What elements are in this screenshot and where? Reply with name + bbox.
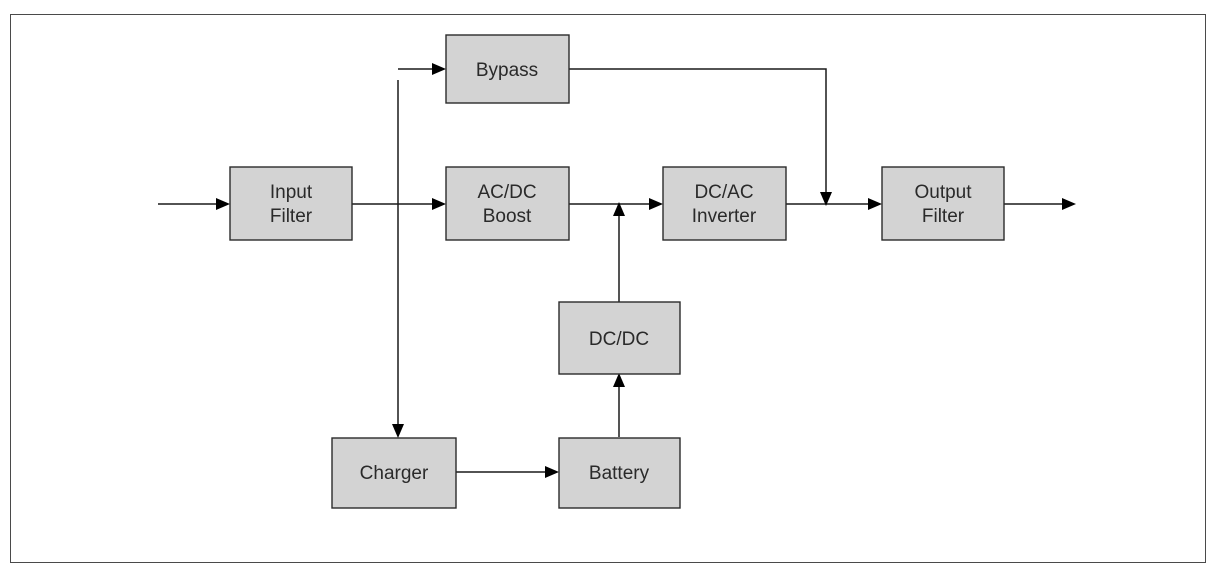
block-bypass: Bypass — [445, 34, 570, 104]
block-battery: Battery — [558, 437, 681, 509]
block-input-filter: Input Filter — [229, 166, 353, 241]
block-label: Boost — [483, 206, 532, 227]
arrow-into-input-filter — [216, 198, 230, 210]
block-label: Input — [270, 182, 313, 203]
arrow-up-to-junction — [613, 202, 625, 216]
block-dc-ac-inverter: DC/AC Inverter — [662, 166, 787, 241]
connections — [158, 68, 1064, 473]
block-label: Output — [914, 182, 972, 203]
block-output-filter: Output Filter — [881, 166, 1005, 241]
arrow-bypass-down — [820, 192, 832, 206]
block-label: Bypass — [476, 60, 538, 81]
block-label: Filter — [922, 206, 965, 227]
block-label: Inverter — [692, 206, 757, 227]
block-label: AC/DC — [477, 182, 536, 203]
block-label: Charger — [360, 463, 429, 484]
arrow-into-charger — [392, 424, 404, 438]
arrow-into-inverter — [649, 198, 663, 210]
block-ac-dc-boost: AC/DC Boost — [445, 166, 570, 241]
arrow-into-output-filter — [868, 198, 882, 210]
block-label: DC/AC — [694, 182, 753, 203]
arrow-output — [1062, 198, 1076, 210]
arrow-into-bypass — [432, 63, 446, 75]
block-dc-dc: DC/DC — [558, 301, 681, 375]
arrow-up-to-dcdc — [613, 373, 625, 387]
line-bypass-to-output — [569, 68, 827, 194]
block-charger: Charger — [331, 437, 457, 509]
block-label: DC/DC — [589, 329, 649, 350]
arrowheads — [216, 63, 1076, 478]
arrow-into-boost — [432, 198, 446, 210]
block-label: Battery — [589, 463, 650, 484]
block-label: Filter — [270, 206, 313, 227]
arrow-into-battery — [545, 466, 559, 478]
